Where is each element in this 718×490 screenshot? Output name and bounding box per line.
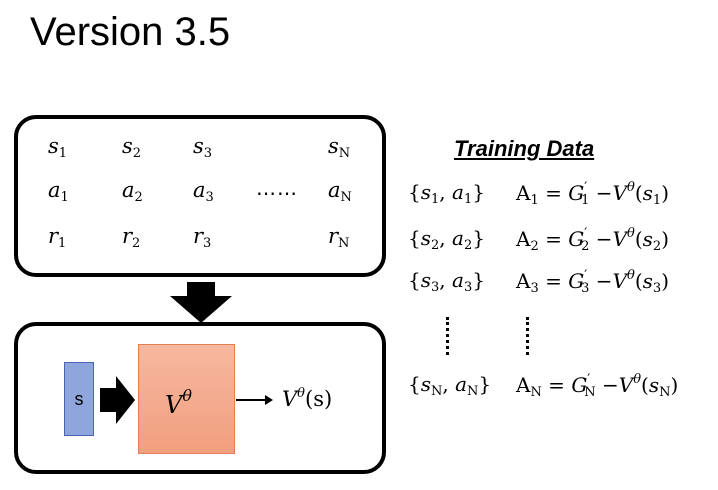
output-arrow-icon (236, 395, 273, 405)
network-box (14, 322, 386, 474)
episode-r-2: r2 (122, 224, 141, 251)
state-input-block: s (64, 362, 94, 436)
value-network-block (138, 344, 235, 454)
training-pair: {s2, a2} (408, 226, 485, 253)
right-arrow-icon (100, 376, 135, 424)
episode-box (14, 115, 386, 277)
training-pair: {s1, a1} (408, 180, 485, 207)
episode-a-N: aN (328, 178, 352, 205)
episode-s-2: s2 (122, 134, 142, 161)
training-data-title: Training Data (454, 136, 595, 161)
episode-r-3: r3 (193, 224, 212, 251)
down-arrow-icon (170, 282, 232, 323)
training-advantage: AN = G′N −Vθ(sN) (516, 372, 679, 400)
episode-s-1: s1 (48, 134, 68, 161)
vertical-ellipsis-right (526, 317, 533, 355)
training-pair: {sN, aN} (408, 372, 492, 399)
episode-ellipsis: …… (256, 176, 298, 200)
network-output: Vθ(s) (282, 386, 333, 411)
training-pair: {s3, a3} (408, 268, 485, 295)
training-advantage: A1 = G′1 −Vθ(s1) (516, 180, 670, 208)
episode-s-3: s3 (193, 134, 213, 161)
episode-s-N: sN (328, 134, 351, 161)
training-advantage: A2 = G′2 −Vθ(s2) (516, 226, 670, 254)
episode-a-3: a3 (193, 178, 214, 205)
episode-r-N: rN (328, 224, 350, 251)
episode-a-1: a1 (48, 178, 69, 205)
episode-r-1: r1 (48, 224, 67, 251)
training-advantage: A3 = G′3 −Vθ(s3) (516, 268, 670, 296)
page-title: Version 3.5 (30, 10, 231, 54)
vertical-ellipsis-left (446, 317, 453, 355)
value-network-label: Vθ (165, 386, 192, 419)
episode-a-2: a2 (122, 178, 143, 205)
state-input-label: s (74, 388, 84, 409)
